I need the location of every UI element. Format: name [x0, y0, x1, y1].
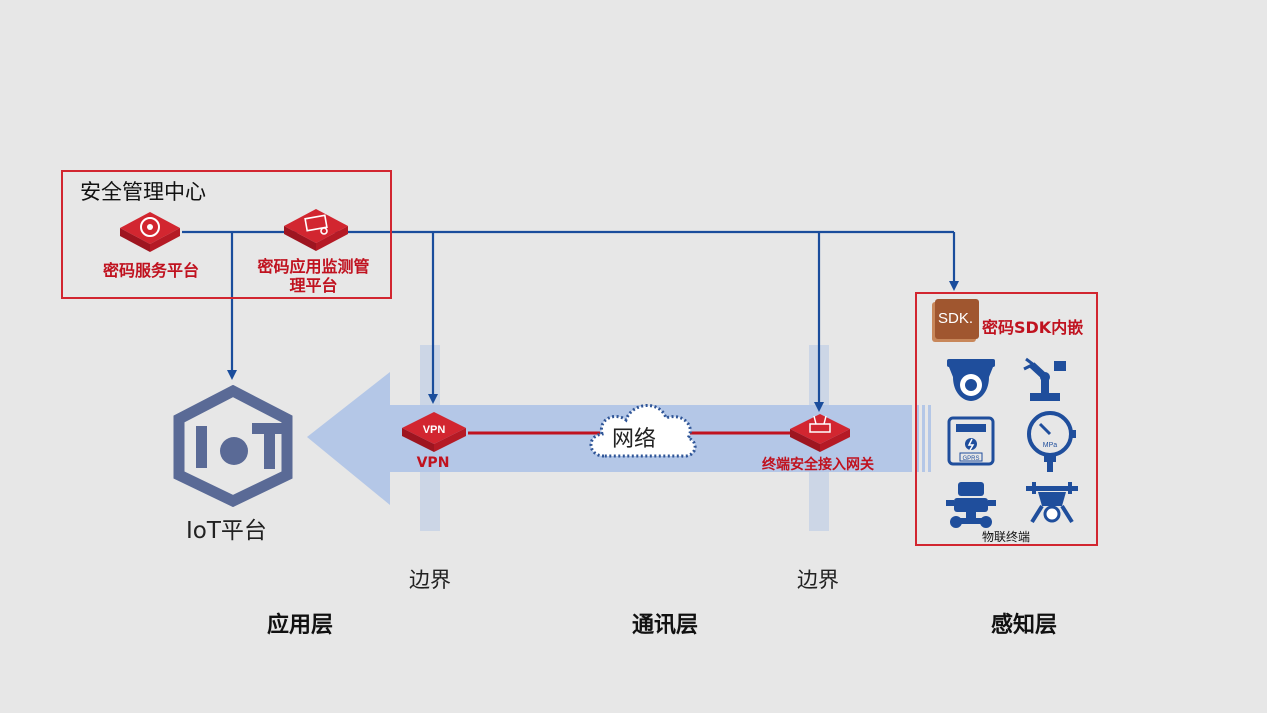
pressure-gauge-icon: MPa	[1027, 411, 1076, 472]
crypto-monitor-platform-label: 密码应用监测管 理平台	[236, 257, 391, 295]
gauge-unit-text: MPa	[1043, 442, 1058, 449]
gateway-label: 终端安全接入网关	[762, 457, 874, 473]
network-label: 网络	[612, 427, 657, 452]
crypto-service-device-icon	[120, 212, 180, 252]
application-layer-title: 应用层	[267, 613, 334, 638]
perception-layer-title: 感知层	[991, 613, 1058, 638]
vpn-badge-text: VPN	[423, 424, 446, 436]
iot-platform-logo-icon	[173, 385, 293, 507]
sdk-badge-text: SDK.	[938, 310, 974, 327]
smart-meter-icon: GPRS	[947, 416, 995, 466]
vpn-label: VPN	[416, 455, 450, 471]
network-cloud-icon	[589, 404, 697, 458]
arrow-tail-stripe	[916, 405, 919, 472]
iot-terminals-box	[915, 292, 1098, 546]
iot-terminals-label: 物联终端	[982, 530, 1031, 544]
crypto-monitor-platform-label-line1: 密码应用监测管	[257, 257, 370, 276]
robot-icon	[946, 482, 996, 528]
crypto-monitor-device-icon	[284, 209, 348, 251]
security-management-center	[61, 170, 392, 299]
boundary-label-right: 边界	[797, 568, 839, 592]
arrow-heads	[227, 281, 959, 412]
dome-camera-icon	[947, 359, 995, 401]
drone-icon	[1026, 482, 1078, 524]
crypto-service-platform-label: 密码服务平台	[102, 261, 199, 280]
boundary-label-left: 边界	[409, 568, 451, 592]
arrow-tail-stripe	[922, 405, 925, 472]
sdk-embed-label: 密码SDK内嵌	[982, 318, 1084, 337]
sdk-badge-icon: SDK.	[932, 299, 979, 342]
gateway-device-icon	[790, 414, 850, 452]
security-center-title: 安全管理中心	[80, 180, 206, 204]
robot-arm-icon	[1023, 357, 1066, 401]
iot-platform-label: IoT平台	[186, 518, 267, 544]
arrow-tail-stripe	[928, 405, 931, 472]
meter-tag-text: GPRS	[962, 456, 979, 462]
communication-layer-title: 通讯层	[632, 613, 699, 638]
vpn-device-icon: VPN	[402, 412, 466, 452]
crypto-monitor-platform-label-line2: 理平台	[289, 276, 338, 295]
